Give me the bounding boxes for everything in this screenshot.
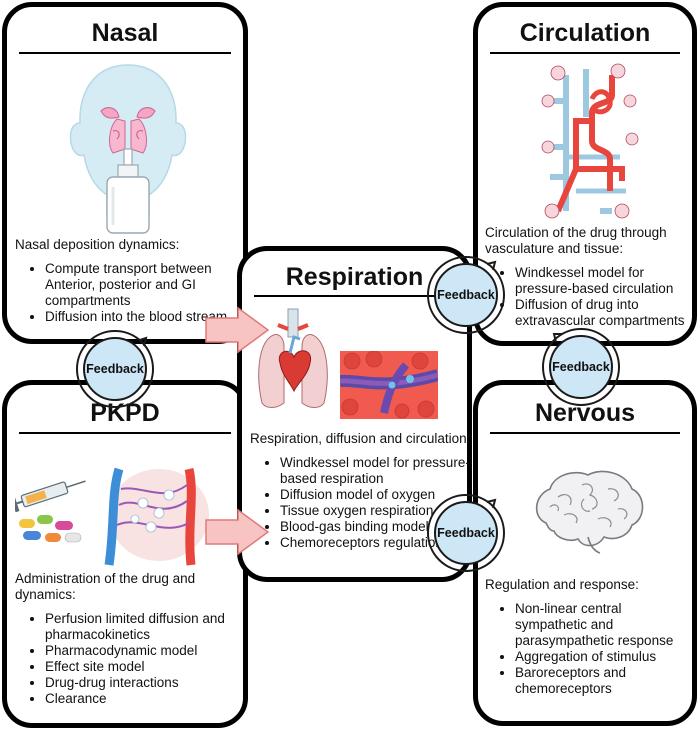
pkpd-intro: Administration of the drug and dynamics: xyxy=(15,571,196,602)
pkpd-description: Administration of the drug and dynamics:… xyxy=(15,571,245,707)
list-item: Clearance xyxy=(45,691,245,707)
list-item: Drug-drug interactions xyxy=(45,675,245,691)
feedback-badge-respiration-circulation: Feedback xyxy=(434,263,498,327)
nasal-description: Nasal deposition dynamics: Compute trans… xyxy=(15,237,243,325)
respiration-title-rule xyxy=(254,295,455,297)
list-item: Perfusion limited diffusion and pharmaco… xyxy=(45,611,245,643)
nasal-title-rule xyxy=(19,52,231,54)
heart-lungs-icon xyxy=(258,308,328,408)
respiration-panel: Respiration Respiration, diffusion and c… xyxy=(237,246,472,582)
feedback-loop-arc xyxy=(542,328,620,406)
nervous-description: Regulation and response: Non-linear cent… xyxy=(485,577,695,697)
circulation-panel: Circulation Circulation of the drug thro… xyxy=(473,2,697,346)
list-item: Compute transport between Anterior, post… xyxy=(45,261,243,309)
capillary-bed-icon xyxy=(104,467,209,566)
feedback-badge-circulation-nervous: Feedback xyxy=(549,335,613,399)
pkpd-panel: PKPD Administration of the drug and dyna… xyxy=(2,380,248,728)
list-item: Diffusion into the blood stream xyxy=(45,309,243,325)
respiration-intro: Respiration, diffusion and circulation: xyxy=(250,431,471,446)
circulation-list: Windkessel model for pressure-based circ… xyxy=(485,265,695,329)
nasal-intro: Nasal deposition dynamics: xyxy=(15,237,180,252)
nervous-list: Non-linear central sympathetic and paras… xyxy=(485,601,695,697)
brain-icon xyxy=(535,470,644,554)
pkpd-to-respiration-arrow xyxy=(205,508,270,556)
feedback-loop-arc xyxy=(427,494,505,572)
nervous-intro: Regulation and response: xyxy=(485,577,639,592)
nervous-panel: Nervous Regulation and response: Non-lin… xyxy=(473,380,697,726)
head-with-nasal-spray-icon xyxy=(69,64,187,234)
respiration-description: Respiration, diffusion and circulation: … xyxy=(250,431,474,551)
list-item: Baroreceptors and chemoreceptors xyxy=(515,665,695,697)
feedback-badge-respiration-nervous: Feedback xyxy=(434,501,498,565)
list-item: Aggregation of stimulus xyxy=(515,649,695,665)
feedback-loop-arc xyxy=(76,330,154,408)
nasal-title: Nasal xyxy=(91,19,159,47)
pkpd-title-rule xyxy=(19,432,231,434)
list-item: Pharmacodynamic model xyxy=(45,643,245,659)
nervous-title-rule xyxy=(490,432,680,434)
list-item: Effect site model xyxy=(45,659,245,675)
alveoli-capillary-icon xyxy=(340,351,438,419)
feedback-badge-nasal-pkpd: Feedback xyxy=(83,337,147,401)
list-item: Windkessel model for pressure-based circ… xyxy=(515,265,695,297)
pkpd-list: Perfusion limited diffusion and pharmaco… xyxy=(15,611,245,707)
circulation-title: Circulation xyxy=(519,19,651,47)
list-item: Diffusion of drug into extravascular com… xyxy=(515,297,695,329)
syringe-and-pills-icon xyxy=(15,480,86,543)
circulation-title-rule xyxy=(490,52,680,54)
list-item: Non-linear central sympathetic and paras… xyxy=(515,601,695,649)
list-item: Windkessel model for pressure-based resp… xyxy=(280,455,474,487)
circulation-intro: Circulation of the drug through vasculat… xyxy=(485,225,667,256)
respiration-title: Respiration xyxy=(285,263,424,291)
nasal-list: Compute transport between Anterior, post… xyxy=(15,261,243,325)
list-item: Diffusion model of oxygen xyxy=(280,487,474,503)
feedback-loop-arc xyxy=(427,256,505,334)
list-item: Tissue oxygen respiration xyxy=(280,503,474,519)
circulation-description: Circulation of the drug through vasculat… xyxy=(485,225,695,329)
respiration-list: Windkessel model for pressure-based resp… xyxy=(250,455,474,551)
nasal-panel: Nasal Nasal deposition dynamics: Compute… xyxy=(2,2,248,344)
nasal-to-respiration-arrow xyxy=(205,306,270,354)
list-item: Chemoreceptors regulation xyxy=(280,535,474,551)
list-item: Blood-gas binding model xyxy=(280,519,474,535)
vasculature-icon xyxy=(541,63,639,219)
